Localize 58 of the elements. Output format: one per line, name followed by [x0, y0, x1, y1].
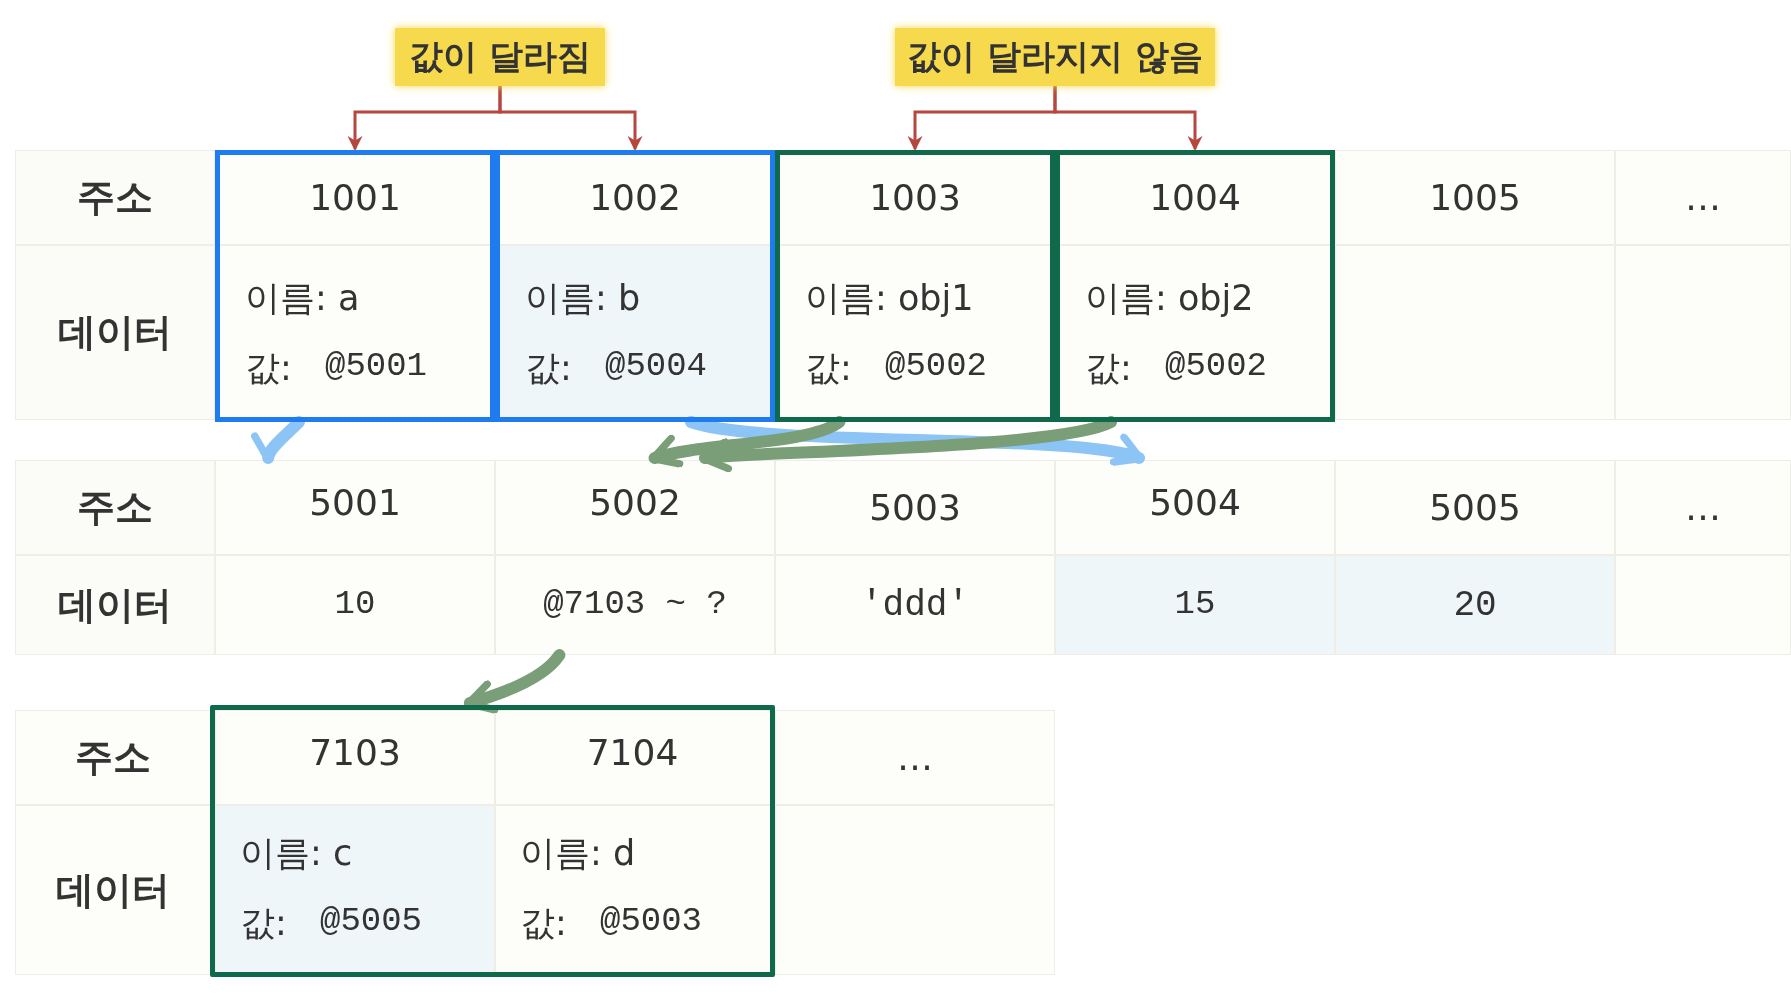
data-value: @7103 ~ ?	[542, 585, 728, 623]
name-text: 이름: a	[245, 277, 360, 320]
cell-text: …	[897, 737, 933, 778]
cell-text: 20	[1453, 584, 1497, 626]
value-text: @5005	[320, 902, 423, 940]
arrow	[685, 416, 1145, 469]
arrow	[699, 416, 1117, 474]
arrow	[498, 84, 643, 151]
memory-box	[775, 150, 1055, 422]
row-header: 주소	[74, 734, 151, 781]
name-text: 이름: d	[520, 832, 636, 875]
cell-text: 5005	[1429, 487, 1521, 528]
address-text: 1002	[588, 177, 682, 218]
cell-text: …	[1685, 487, 1721, 528]
cell-text: 1005	[1429, 177, 1521, 218]
cell-text: …	[1685, 177, 1721, 218]
address-text: 5001	[308, 482, 402, 523]
value-text: @5002	[885, 347, 988, 385]
value-key: 값:	[520, 900, 567, 947]
row-header: 주소	[77, 484, 153, 531]
memory-box	[210, 705, 775, 977]
value-text: @5004	[605, 347, 708, 385]
value-text: @5002	[1165, 347, 1268, 385]
row-header: 데이터	[58, 309, 172, 356]
data-value: 15	[1173, 585, 1217, 623]
address-text: 1001	[308, 177, 402, 218]
highlighted-heading: 값이 달라지지 않음	[895, 28, 1215, 86]
memory-box	[1055, 150, 1335, 422]
memory-box	[215, 150, 495, 422]
address-text: 1004	[1148, 177, 1242, 218]
name-text: 이름: obj1	[805, 277, 974, 320]
address-text: 1003	[868, 177, 962, 218]
value-key: 값:	[245, 345, 292, 392]
value-text: @5001	[325, 347, 428, 385]
arrow	[463, 649, 566, 714]
value-text: @5003	[600, 902, 703, 940]
cell-text: 5003	[869, 487, 961, 528]
row-header: 데이터	[55, 866, 170, 914]
address-text: 5004	[1148, 482, 1242, 523]
row-header: 주소	[77, 174, 153, 221]
memory-box	[495, 150, 775, 422]
name-text: 이름: c	[240, 832, 353, 875]
highlighted-heading: 값이 달라짐	[395, 28, 605, 86]
name-text: 이름: b	[525, 277, 641, 320]
value-key: 값:	[525, 345, 572, 392]
address-text: 5002	[588, 482, 682, 523]
value-key: 값:	[805, 345, 852, 392]
name-text: 이름: obj2	[1085, 277, 1254, 320]
address-text: 7103	[308, 732, 402, 773]
arrow	[254, 416, 305, 464]
arrow	[1053, 84, 1203, 151]
address-text: 7104	[585, 732, 680, 773]
row-header: 데이터	[58, 581, 172, 629]
value-key: 값:	[240, 900, 287, 947]
cell-text: 'ddd'	[861, 584, 969, 626]
data-value: 10	[333, 585, 377, 623]
value-key: 값:	[1085, 345, 1132, 392]
arrow	[648, 416, 846, 469]
